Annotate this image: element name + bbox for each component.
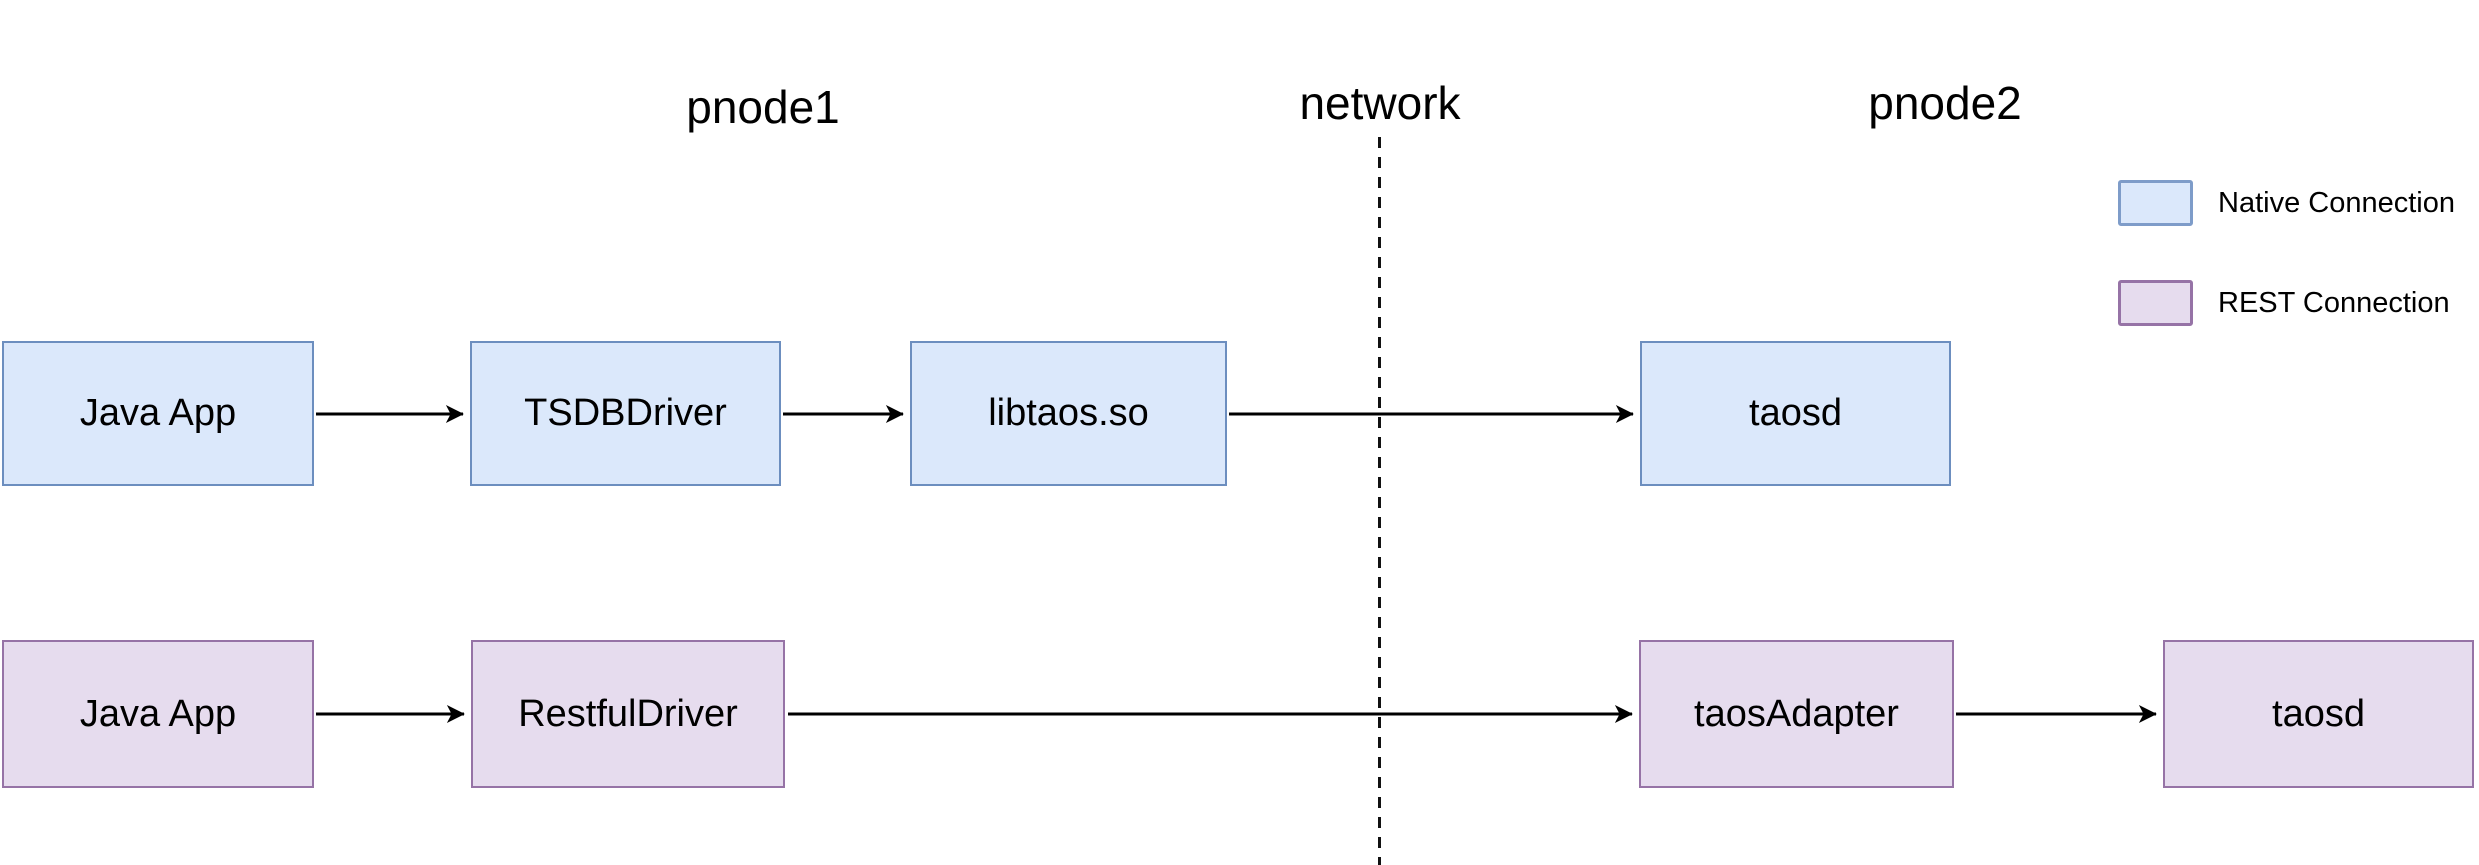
section-title-pnode2: pnode2 — [1868, 77, 2022, 129]
section-title-pnode1: pnode1 — [686, 81, 840, 133]
node-rest-java-app-label: Java App — [79, 692, 237, 735]
node-native-taosd-label: taosd — [1749, 392, 1842, 434]
node-libtaos-so-label: libtaos.so — [988, 392, 1149, 434]
node-rest-java-app: Java App — [2, 640, 314, 788]
node-tsdbdriver: TSDBDriver — [470, 341, 781, 486]
node-rest-taosd-label: taosd — [2272, 692, 2365, 735]
legend-label-native: Native Connection — [2218, 186, 2455, 219]
section-title-network: network — [1299, 77, 1461, 129]
node-rest-taosd: taosd — [2163, 640, 2474, 788]
node-native-taosd: taosd — [1640, 341, 1951, 486]
network-divider-dashed-line — [1378, 137, 1381, 865]
legend-swatch-rest — [2118, 280, 2193, 326]
legend-item-native-connection: Native Connection — [2118, 178, 2455, 228]
node-native-java-app: Java App — [2, 341, 314, 486]
node-native-java-app-label: Java App — [79, 392, 237, 434]
node-taosadapter-label: taosAdapter — [1694, 692, 1899, 735]
node-taosadapter: taosAdapter — [1639, 640, 1954, 788]
node-restfuldriver-label: RestfulDriver — [518, 692, 738, 735]
legend-swatch-native — [2118, 180, 2193, 226]
node-libtaos-so: libtaos.so — [910, 341, 1227, 486]
legend-item-rest-connection: REST Connection — [2118, 278, 2450, 328]
node-restfuldriver: RestfulDriver — [471, 640, 785, 788]
legend-label-rest: REST Connection — [2218, 286, 2450, 319]
node-tsdbdriver-label: TSDBDriver — [524, 392, 727, 434]
